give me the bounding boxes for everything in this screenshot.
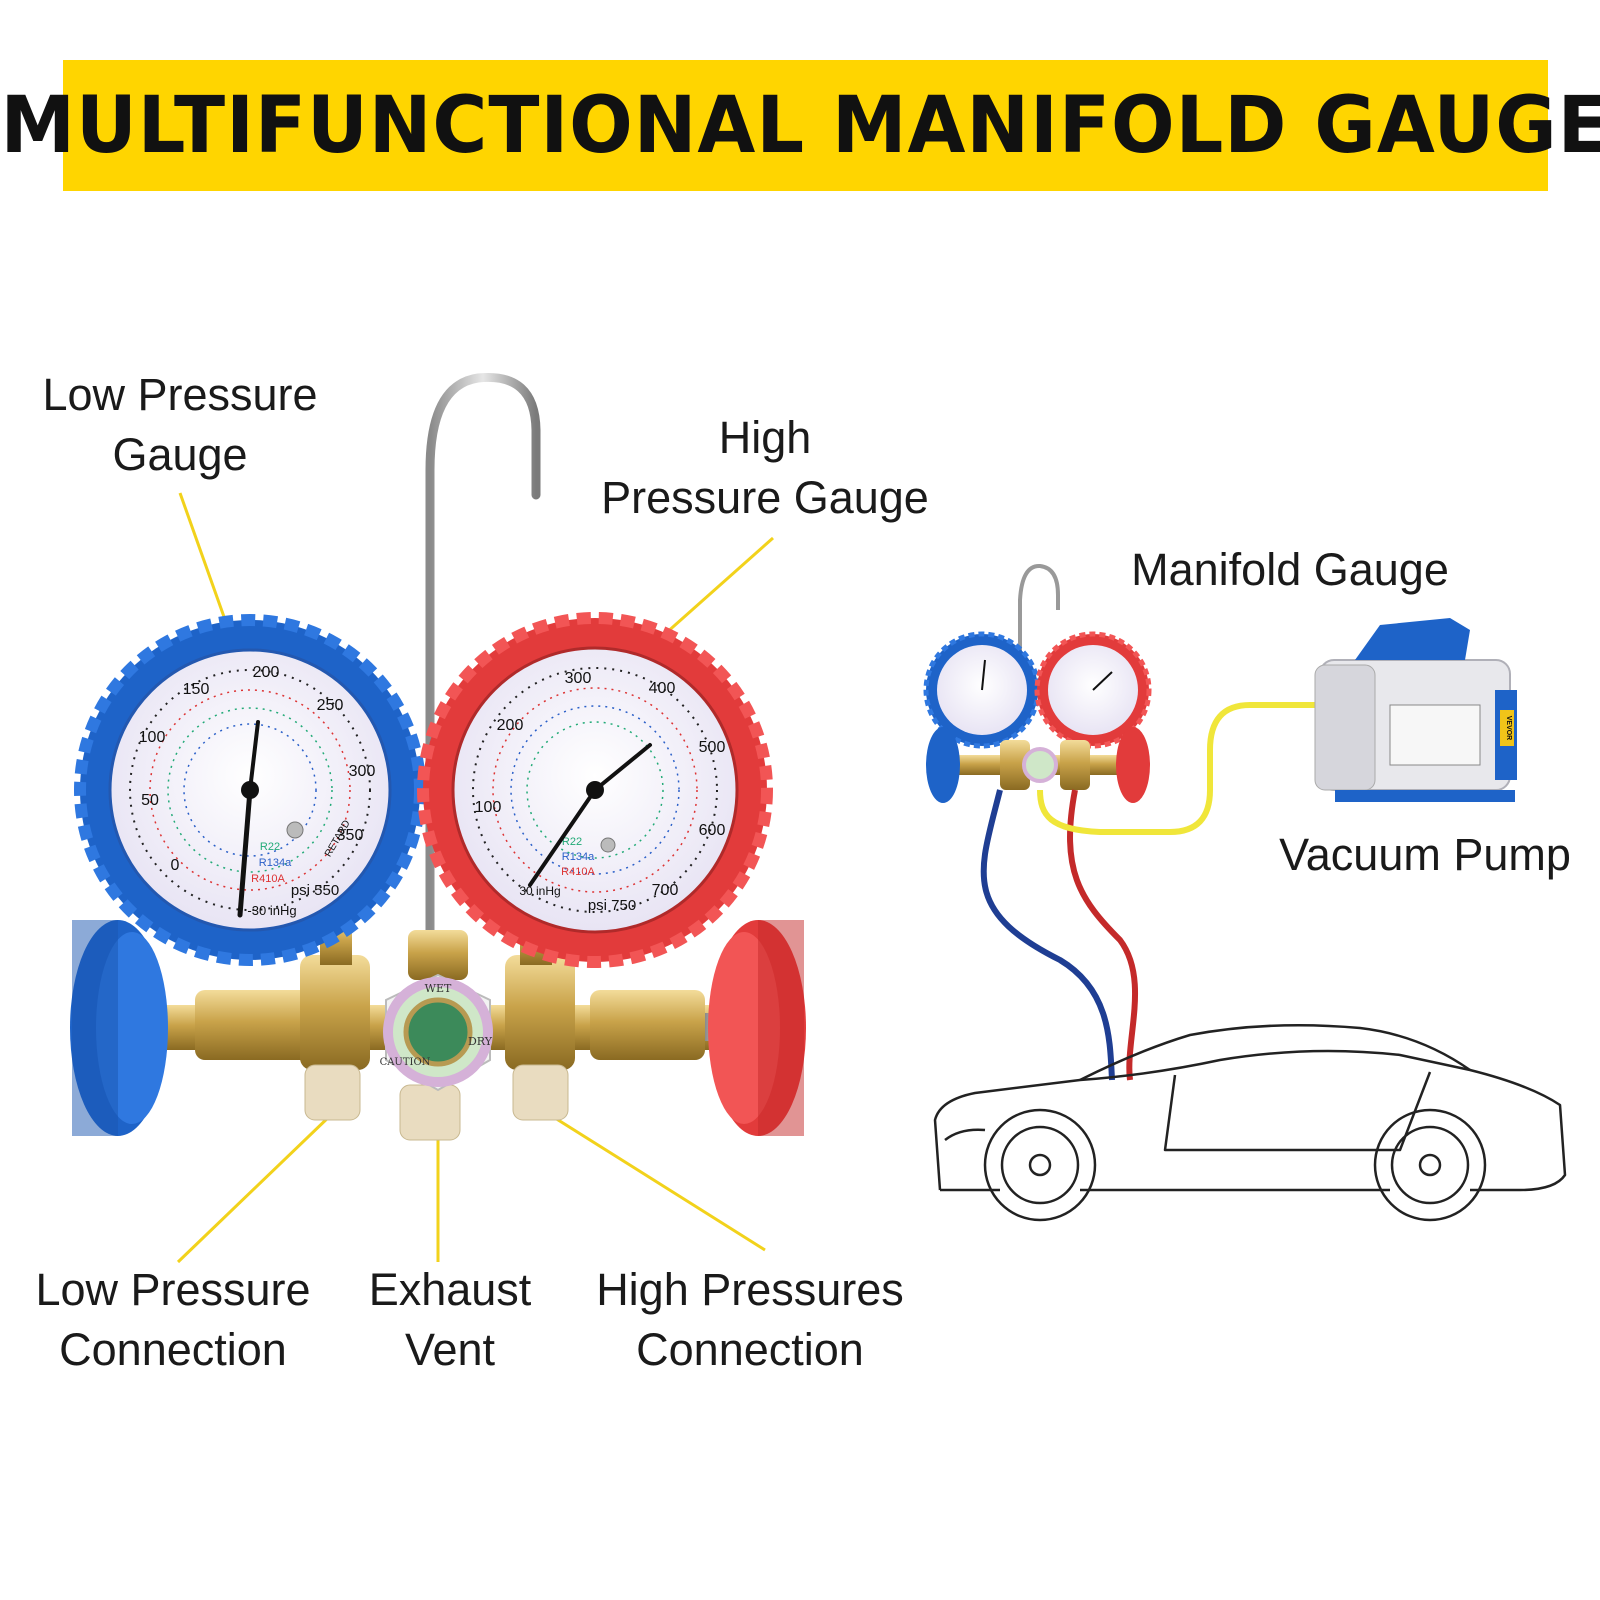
label-exhaust-vent-line1: Exhaust bbox=[368, 1264, 532, 1315]
low-side-knob bbox=[70, 920, 168, 1136]
low-tick-250: 250 bbox=[317, 697, 344, 714]
hanging-hook bbox=[425, 372, 541, 950]
center-stem bbox=[408, 930, 468, 980]
label-high-pressures-connection-line2: Connection bbox=[636, 1324, 864, 1375]
sight-glass: WET DRY CAUTION bbox=[380, 973, 493, 1092]
yellow-hose bbox=[1037, 702, 1320, 835]
vacuum-pump: VEVOR bbox=[1314, 618, 1517, 802]
label-vacuum-pump: Vacuum Pump bbox=[1255, 825, 1595, 885]
low-valve-body bbox=[195, 990, 310, 1060]
low-needle-tail bbox=[237, 787, 253, 918]
low-tick-0: 0 bbox=[171, 857, 180, 874]
car-outline bbox=[933, 1023, 1567, 1222]
label-low-pressure-gauge-line1: Low Pressure bbox=[42, 369, 318, 420]
high-needle bbox=[593, 743, 652, 792]
high-port-block bbox=[505, 955, 575, 1070]
label-exhaust-vent: Exhaust Vent bbox=[360, 1260, 540, 1380]
label-high-pressure-gauge: High Pressure Gauge bbox=[580, 408, 950, 528]
low-r410a: R410A bbox=[251, 873, 285, 885]
label-low-pressure-connection-line2: Connection bbox=[59, 1324, 287, 1375]
mini-manifold bbox=[923, 564, 1152, 803]
low-pressure-gauge: 0 50 100 150 200 250 300 350 psi 550 -30… bbox=[74, 614, 426, 966]
high-tick-200: 200 bbox=[497, 717, 524, 734]
red-hose bbox=[1067, 789, 1139, 1081]
wet-label: WET bbox=[425, 982, 452, 995]
high-valve-body bbox=[590, 990, 705, 1060]
high-tick-300: 300 bbox=[565, 670, 592, 687]
low-tick-200: 200 bbox=[253, 664, 280, 681]
label-exhaust-vent-line2: Vent bbox=[404, 1324, 496, 1375]
high-vac: 30 inHg bbox=[519, 884, 560, 898]
high-r22: R22 bbox=[562, 836, 582, 848]
high-connection-port bbox=[512, 1064, 569, 1121]
label-high-pressures-connection-line1: High Pressures bbox=[596, 1264, 904, 1315]
label-low-pressure-gauge-line2: Gauge bbox=[112, 429, 248, 480]
low-vac: -30 inHg bbox=[247, 903, 296, 918]
high-needle-tail bbox=[528, 788, 597, 887]
blue-hose bbox=[980, 789, 1115, 1081]
caution-label: CAUTION bbox=[380, 1057, 431, 1068]
mini-hook bbox=[1018, 564, 1060, 700]
low-tick-350: 350 bbox=[337, 827, 364, 844]
low-connection-port bbox=[304, 1064, 361, 1121]
high-r410a: R410A bbox=[561, 866, 595, 878]
exhaust-port bbox=[399, 1084, 461, 1141]
label-low-pressure-connection-line1: Low Pressure bbox=[35, 1264, 311, 1315]
banner-title: MULTIFUNCTIONAL MANIFOLD GAUGE bbox=[0, 80, 1600, 171]
high-tick-500: 500 bbox=[699, 739, 726, 756]
manifold-body bbox=[140, 920, 735, 1141]
dry-label: DRY bbox=[468, 1035, 493, 1048]
low-tick-300: 300 bbox=[349, 763, 376, 780]
label-low-pressure-connection: Low Pressure Connection bbox=[18, 1260, 328, 1380]
low-needle bbox=[248, 720, 260, 792]
label-high-pressure-gauge-line2: Pressure Gauge bbox=[601, 472, 929, 523]
pump-brand: VEVOR bbox=[1505, 716, 1512, 741]
label-low-pressure-gauge: Low Pressure Gauge bbox=[25, 365, 335, 485]
label-manifold-gauge-text: Manifold Gauge bbox=[1131, 544, 1449, 595]
low-tick-100: 100 bbox=[139, 729, 166, 746]
low-tick-150: 150 bbox=[183, 681, 210, 698]
label-high-pressure-gauge-line1: High bbox=[718, 412, 812, 463]
high-tick-600: 600 bbox=[699, 822, 726, 839]
title-banner: MULTIFUNCTIONAL MANIFOLD GAUGE bbox=[1, 60, 1600, 191]
low-port-block bbox=[300, 955, 370, 1070]
low-r22: R22 bbox=[260, 841, 280, 853]
label-vacuum-pump-text: Vacuum Pump bbox=[1279, 829, 1571, 880]
low-tick-50: 50 bbox=[141, 792, 159, 809]
high-tick-400: 400 bbox=[649, 680, 676, 697]
label-high-pressures-connection: High Pressures Connection bbox=[575, 1260, 925, 1380]
low-r134a: R134a bbox=[259, 857, 292, 869]
callout-high-connection bbox=[554, 1116, 766, 1252]
high-side-knob bbox=[708, 920, 806, 1136]
high-tick-700: 700 bbox=[652, 882, 679, 899]
label-manifold-gauge: Manifold Gauge bbox=[1100, 540, 1480, 600]
high-pressure-gauge: 100 200 300 400 500 600 700 psi 750 30 i… bbox=[417, 612, 773, 968]
high-tick-100: 100 bbox=[475, 799, 502, 816]
high-r134a: R134a bbox=[562, 851, 595, 863]
high-unit: psi 750 bbox=[588, 897, 636, 914]
low-unit: psi 550 bbox=[291, 882, 339, 899]
callout-low-connection bbox=[176, 1111, 335, 1264]
